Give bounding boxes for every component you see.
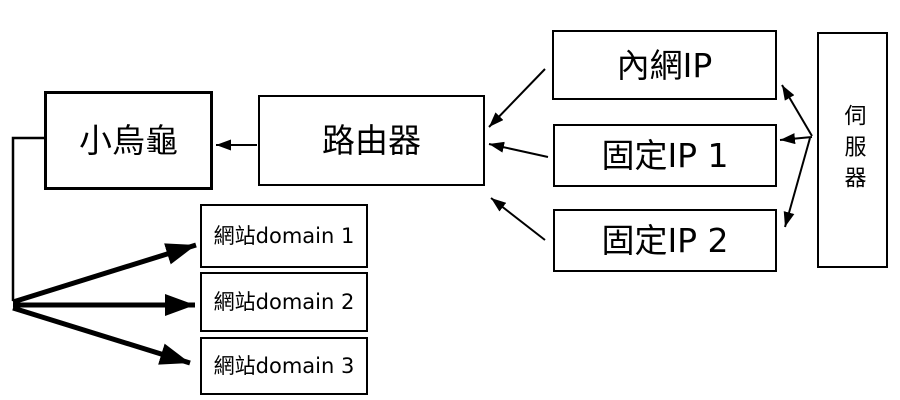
node-router-label: 路由器 bbox=[322, 121, 421, 160]
edge-modem-feed-line bbox=[11, 136, 44, 301]
node-router: 路由器 bbox=[258, 95, 485, 186]
node-server-label: 伺服器 bbox=[840, 103, 866, 197]
node-website-1: 網站domain 1 bbox=[200, 204, 368, 268]
node-website-2: 網站domain 2 bbox=[200, 272, 368, 332]
node-modem-label: 小烏龜 bbox=[79, 121, 178, 160]
edge-server-to-fixed-ip-2 bbox=[783, 137, 811, 228]
edge-fixed-ip-1-to-router bbox=[488, 141, 549, 158]
node-modem: 小烏龜 bbox=[44, 91, 213, 190]
edge-lan-ip-to-router bbox=[488, 68, 546, 128]
node-website-3: 網站domain 3 bbox=[200, 337, 368, 395]
edge-modem-to-website-1 bbox=[12, 242, 197, 305]
edge-modem-to-website-3 bbox=[12, 305, 191, 366]
node-website-2-label: 網站domain 2 bbox=[213, 289, 355, 314]
node-fixed-ip-1: 固定IP 1 bbox=[553, 124, 777, 187]
node-lan-ip: 內網IP bbox=[552, 30, 777, 100]
edge-server-to-fixed-ip-1 bbox=[779, 133, 813, 145]
node-server: 伺服器 bbox=[817, 32, 888, 268]
node-lan-ip-label: 內網IP bbox=[616, 45, 713, 85]
edge-server-to-lan-ip bbox=[781, 84, 813, 137]
node-website-3-label: 網站domain 3 bbox=[213, 353, 355, 378]
edge-fixed-ip-2-to-router bbox=[490, 197, 546, 241]
node-fixed-ip-2-label: 固定IP 2 bbox=[601, 221, 729, 260]
node-fixed-ip-1-label: 固定IP 1 bbox=[601, 136, 729, 175]
node-fixed-ip-2: 固定IP 2 bbox=[553, 209, 777, 272]
node-website-1-label: 網站domain 1 bbox=[213, 223, 355, 248]
